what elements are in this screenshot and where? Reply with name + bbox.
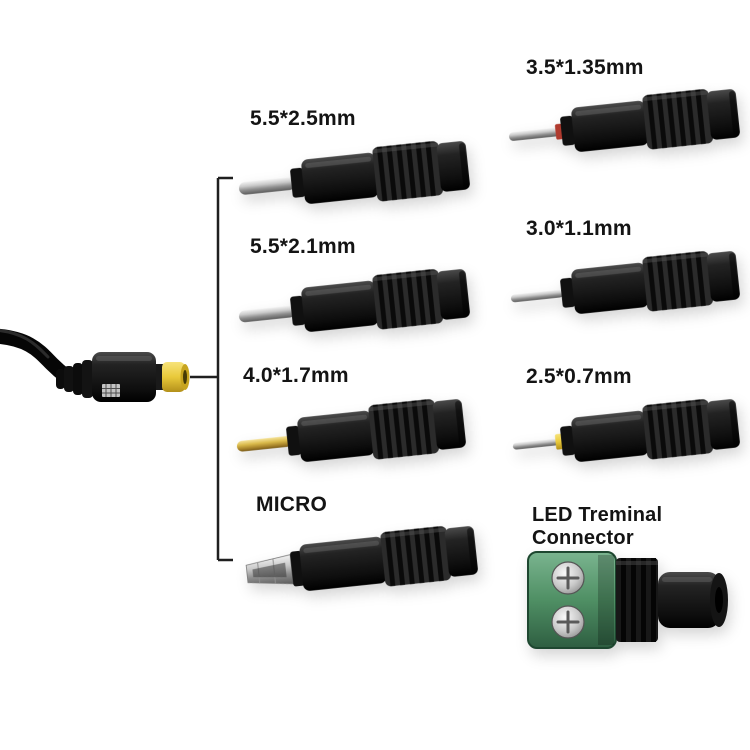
pin (510, 289, 564, 303)
dc-barrel-adapter (510, 251, 740, 314)
adapter-3-5x1-35 (497, 73, 749, 176)
adapter-4-0x1-7 (223, 383, 475, 486)
label-5-5x2-1: 5.5*2.1mm (250, 235, 356, 258)
adapter-3-0x1-1 (497, 235, 749, 338)
label-5-5x2-5: 5.5*2.5mm (250, 107, 356, 130)
dc-barrel-adapter (239, 141, 470, 204)
label-led-terminal: LED Treminal Connector (532, 504, 662, 550)
led-terminal-connector (527, 551, 728, 649)
adapter-5-5x2-1 (227, 253, 479, 356)
bracket-line (190, 176, 233, 562)
adapter-micro-usb (235, 510, 487, 613)
pin (239, 305, 296, 323)
dc-barrel-adapter (512, 399, 740, 462)
adapter-5-5x2-5 (227, 125, 479, 228)
dc-barrel-adapter (236, 399, 466, 462)
plug-yellow-tip (162, 362, 185, 392)
pin (512, 438, 562, 450)
cable-highlight (0, 329, 50, 359)
pin (239, 177, 296, 195)
adapter-2-5x0-7 (497, 383, 749, 486)
female-dc-barrel (658, 572, 720, 628)
label-3-0x1-1: 3.0*1.1mm (526, 217, 632, 240)
micro-usb-adapter (245, 526, 478, 591)
label-led-terminal-line2: Connector (532, 527, 634, 549)
label-micro: MICRO (256, 493, 327, 516)
pin-brass (236, 436, 292, 452)
pin (509, 127, 564, 141)
label-led-terminal-line1: LED Treminal (532, 504, 663, 526)
label-4-0x1-7: 4.0*1.7mm (243, 364, 349, 387)
red-ring (554, 123, 564, 140)
adapter-led-terminal (526, 546, 738, 654)
label-3-5x1-35: 3.5*1.35mm (526, 56, 644, 79)
main-dc-plug (56, 352, 190, 402)
dc-barrel-adapter (239, 269, 470, 332)
label-2-5x0-7: 2.5*0.7mm (526, 365, 632, 388)
dc-barrel-adapter (509, 89, 740, 152)
